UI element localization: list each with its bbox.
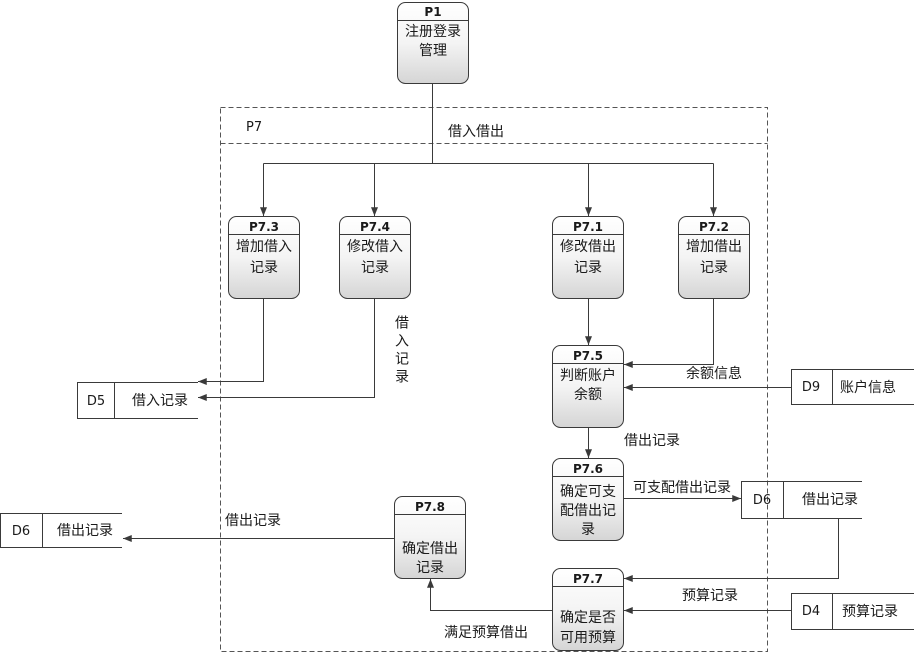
process-box bbox=[228, 216, 300, 299]
process-box bbox=[552, 216, 624, 299]
flow-p7-3-to-d5 bbox=[198, 298, 264, 385]
flow-label-meets-budget: 满足预算借出 bbox=[444, 625, 528, 641]
process-p7-3-label-line2: 记录 bbox=[250, 260, 278, 276]
data-store-outline bbox=[791, 369, 914, 405]
flow-label-lend-record-out: 借出记录 bbox=[225, 513, 281, 529]
process-p7-4-label-line1: 修改借入 bbox=[347, 239, 403, 255]
flow-label-balance-info: 余额信息 bbox=[686, 365, 742, 382]
process-p7-2: P7.2 增加借出 记录 bbox=[678, 216, 750, 299]
process-p7-1: P7.1 修改借出 记录 bbox=[552, 216, 624, 299]
process-p7-7-label-line2: 可用预算 bbox=[560, 630, 616, 646]
data-store-d5-name: 借入记录 bbox=[132, 393, 188, 409]
boundary-title: 借入借出 bbox=[448, 124, 504, 140]
data-store-d9: D9 账户信息 bbox=[791, 369, 914, 405]
data-store-d6-left-id: D6 bbox=[12, 524, 30, 539]
process-p1-label-line2: 管理 bbox=[419, 43, 447, 59]
data-store-outline bbox=[791, 593, 914, 630]
flow-label-lend-record: 借出记录 bbox=[624, 433, 680, 449]
process-p7-1-id: P7.1 bbox=[573, 220, 603, 234]
process-p1-label-line1: 注册登录 bbox=[405, 24, 461, 40]
process-p7-6-id: P7.6 bbox=[573, 462, 603, 476]
data-store-outline bbox=[77, 382, 198, 419]
process-p7-7: P7.7 确定是否 可用预算 bbox=[552, 568, 624, 651]
process-p7-8-label-line1: 确定借出 bbox=[402, 541, 458, 557]
process-p7-6-label-line2: 配借出记 bbox=[560, 503, 616, 519]
data-store-outline bbox=[0, 513, 122, 548]
process-p7-3-label-line1: 增加借入 bbox=[236, 239, 292, 255]
boundary-id: P7 bbox=[246, 120, 262, 135]
data-store-d4: D4 预算记录 bbox=[791, 593, 914, 630]
process-box bbox=[678, 216, 750, 299]
process-p7-1-label-line1: 修改借出 bbox=[560, 239, 616, 255]
boundary-p7: P7 借入借出 bbox=[220, 107, 768, 652]
data-store-outline bbox=[741, 481, 862, 519]
flow-label-borrow-in-record: 借入记录 bbox=[393, 315, 409, 387]
process-p7-7-id: P7.7 bbox=[573, 572, 603, 586]
flow-labels: 余额信息 借出记录 可支配借出记录 借出记录 预算记录 满足预算借出 bbox=[225, 365, 742, 641]
process-box bbox=[552, 345, 624, 428]
flows bbox=[123, 83, 839, 614]
process-p7-6-label-line1: 确定可支 bbox=[560, 484, 616, 500]
data-store-d4-id: D4 bbox=[802, 604, 820, 619]
data-store-d9-name: 账户信息 bbox=[840, 379, 896, 396]
process-p7-4: P7.4 修改借入 记录 bbox=[339, 216, 411, 299]
process-box bbox=[552, 458, 624, 541]
process-p7-1-label-line2: 记录 bbox=[574, 260, 602, 276]
data-store-d6-left: D6 借出记录 bbox=[0, 513, 122, 548]
data-store-d6-right-id: D6 bbox=[753, 493, 771, 508]
process-p7-7-label-line1: 确定是否 bbox=[560, 610, 616, 626]
process-p1: P1 注册登录 管理 bbox=[397, 2, 469, 84]
data-store-d5-id: D5 bbox=[87, 394, 105, 409]
process-p7-6: P7.6 确定可支 配借出记 录 bbox=[552, 458, 624, 541]
data-store-d5: D5 借入记录 bbox=[77, 382, 198, 419]
process-p7-5-label-line2: 余额 bbox=[574, 386, 602, 403]
process-p7-3: P7.3 增加借入 记录 bbox=[228, 216, 300, 299]
process-p7-5-id: P7.5 bbox=[573, 349, 603, 363]
process-p7-2-id: P7.2 bbox=[699, 220, 729, 234]
flow-p7-2-to-p7-5 bbox=[624, 298, 714, 368]
flow-label-budget-record: 预算记录 bbox=[682, 588, 738, 604]
process-box bbox=[397, 2, 469, 84]
process-p7-2-label-line2: 记录 bbox=[700, 260, 728, 276]
data-store-d6-right: D6 借出记录 bbox=[741, 481, 862, 519]
process-p7-8: P7.8 确定借出 记录 bbox=[394, 496, 466, 579]
process-p7-6-label-line3: 录 bbox=[581, 522, 595, 538]
flow-label-disposable-lend-record: 可支配借出记录 bbox=[633, 480, 731, 496]
process-box bbox=[394, 496, 466, 579]
data-store-d6-left-name: 借出记录 bbox=[57, 523, 113, 539]
process-p7-8-label-line2: 记录 bbox=[416, 560, 444, 576]
boundary-frame bbox=[220, 107, 768, 652]
process-box bbox=[552, 568, 624, 651]
flow-p7-7-to-p7-8 bbox=[427, 579, 553, 611]
data-store-d4-name: 预算记录 bbox=[842, 604, 898, 620]
process-p7-3-id: P7.3 bbox=[249, 220, 279, 234]
flow-p7-4-to-d5 bbox=[198, 298, 375, 401]
process-p7-5: P7.5 判断账户 余额 bbox=[552, 345, 624, 428]
data-store-d9-id: D9 bbox=[802, 380, 820, 395]
process-p7-5-label-line1: 判断账户 bbox=[560, 367, 616, 384]
process-box bbox=[339, 216, 411, 299]
flow-d6-to-p7-7 bbox=[624, 518, 839, 582]
data-store-d6-right-name: 借出记录 bbox=[802, 492, 858, 508]
process-p7-2-label-line1: 增加借出 bbox=[686, 239, 742, 255]
process-p7-8-id: P7.8 bbox=[415, 500, 445, 514]
process-p1-id: P1 bbox=[424, 5, 441, 19]
process-p7-4-id: P7.4 bbox=[360, 220, 390, 234]
process-p7-4-label-line2: 记录 bbox=[361, 260, 389, 276]
